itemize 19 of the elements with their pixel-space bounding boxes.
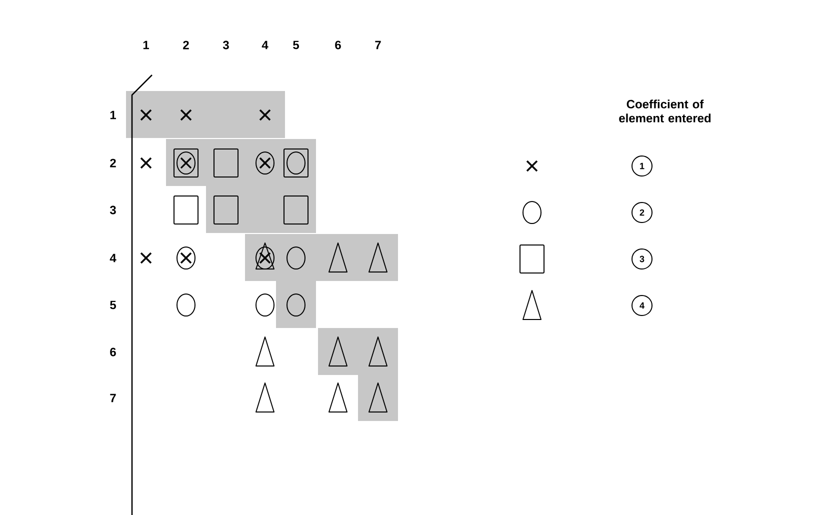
column-number: 7 — [375, 40, 381, 50]
circled-number: 1 — [632, 156, 652, 176]
legend-title: Coefficient of element entered — [619, 100, 711, 122]
circled-number: 4 — [632, 295, 652, 316]
column-number: 3 — [222, 40, 229, 50]
row-number: 6 — [110, 348, 116, 356]
row-number: 7 — [110, 394, 116, 402]
row-number: 2 — [110, 158, 116, 168]
column-number: 5 — [293, 40, 299, 50]
row-number: 5 — [110, 300, 116, 310]
circled-number: 3 — [632, 248, 652, 270]
circled-number: 2 — [632, 202, 652, 223]
column-number: 6 — [335, 40, 341, 50]
column-number: 1 — [143, 40, 149, 50]
row-number: 4 — [110, 254, 116, 262]
column-number: 4 — [262, 40, 268, 50]
row-number: 1 — [110, 110, 116, 120]
row-number: 3 — [110, 206, 116, 214]
column-number: 2 — [183, 40, 189, 50]
